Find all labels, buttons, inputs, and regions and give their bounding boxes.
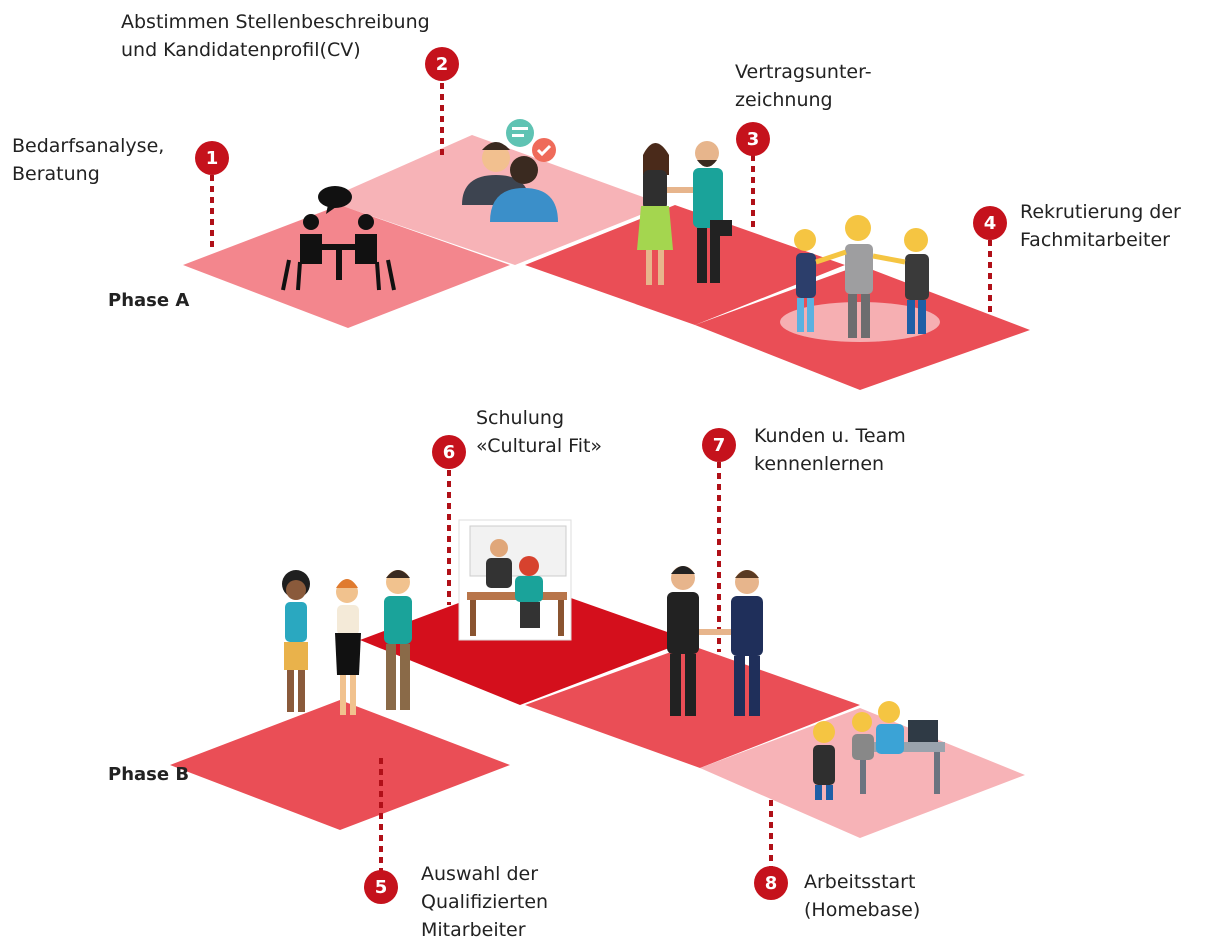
recruitment-illustration [780, 215, 940, 342]
step-badge-5: 5 [364, 870, 398, 904]
step-6-label: Schulung«Cultural Fit» [476, 407, 603, 457]
step-1-label: Bedarfsanalyse,Beratung [12, 135, 165, 185]
svg-text:8: 8 [765, 873, 778, 894]
candidates-illustration [282, 570, 412, 715]
svg-text:4: 4 [984, 213, 997, 234]
consultation-illustration [462, 119, 558, 222]
svg-text:1: 1 [206, 148, 219, 169]
svg-text:2: 2 [436, 54, 449, 75]
tile-step-5 [170, 700, 510, 830]
step-badge-1: 1 [195, 141, 229, 175]
handshake-illustration [667, 566, 763, 716]
svg-text:5: 5 [375, 877, 388, 898]
svg-text:3: 3 [747, 129, 760, 150]
tile-step-3 [525, 205, 845, 325]
svg-text:6: 6 [443, 442, 456, 463]
step-badge-7: 7 [702, 428, 736, 462]
training-illustration [458, 519, 572, 641]
meeting-illustration [281, 186, 396, 291]
step-3-label: Vertragsunter-zeichnung [735, 61, 872, 111]
contract-signing-illustration [637, 141, 732, 285]
step-badge-6: 6 [432, 435, 466, 469]
svg-text:7: 7 [713, 435, 726, 456]
step-badge-8: 8 [754, 866, 788, 900]
step-8-label: Arbeitsstart(Homebase) [804, 871, 921, 921]
step-badge-2: 2 [425, 47, 459, 81]
phase-a-label: Phase A [108, 290, 190, 311]
step-badge-4: 4 [973, 206, 1007, 240]
phase-b-label: Phase B [108, 764, 190, 785]
tile-step-6 [360, 580, 690, 705]
tile-step-1 [183, 205, 510, 328]
work-start-illustration [813, 701, 945, 800]
step-badge-3: 3 [736, 122, 770, 156]
